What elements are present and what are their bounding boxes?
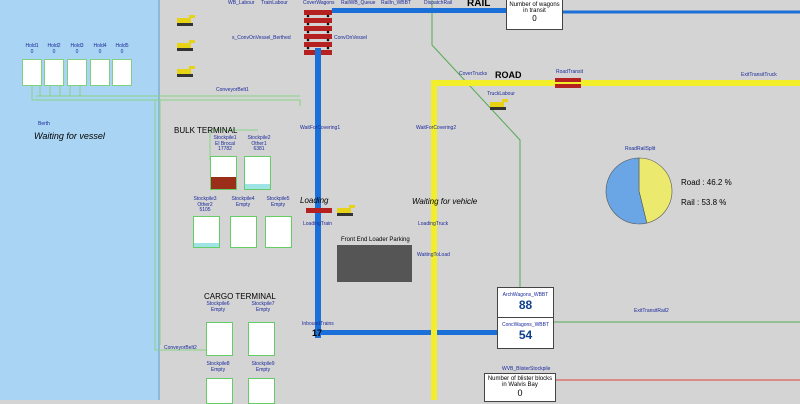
loading-train-icon [306,208,332,213]
stockpile-5[interactable] [265,216,292,248]
berth-status: Waiting for vessel [34,131,105,141]
bulk-terminal-title: BULK TERMINAL [174,126,238,135]
rail-track-top [332,8,507,13]
loading-truck-label: LoadingTruck [418,221,449,227]
road-transit-label: RoadTransit [556,69,584,75]
crane-icon [177,66,195,77]
arch-wagons-value: 88 [518,298,533,312]
wagons-in-transit-box: Number of wagons in transit 0 [506,0,563,30]
conveyor-belt-2-label: ConveyorBelt2 [164,345,197,351]
hold-2[interactable] [44,59,64,86]
berth-label: Berth [38,121,50,127]
rail-track-bottom [318,330,500,335]
pie-slice-road [638,157,673,224]
hold-3[interactable] [67,59,87,86]
rail-label: RAIL [467,0,491,9]
hold-4[interactable] [90,59,110,86]
road-split-text: Road : 46.2 % [681,178,732,187]
wagons-in-transit-value: 0 [532,14,537,23]
road-track-horizontal [432,80,800,86]
crane-icon [177,15,195,26]
exit-transit-truck-label: ExitTransitTruck [741,72,777,78]
stockpile-3-fill [194,243,219,247]
arch-wagons-label: ArchWagons_WBBT [502,292,549,298]
cover-wagons-label: CoverWagons [303,0,335,6]
conveyor-belt-1-label: ConveyorBelt1 [216,87,249,93]
cargo-terminal-title: CARGO TERMINAL [204,292,276,301]
waiting-vehicle-status: Waiting for vehicle [412,197,478,206]
blister-blocks-title: Number of blister blocks in Walvis Bay [487,376,553,388]
stockpile-1[interactable] [210,156,237,190]
road-label: ROAD [495,70,522,80]
conc-wagons-value: 54 [518,328,533,342]
rail-track-vertical [315,48,321,338]
rail-split-text: Rail : 53.8 % [681,198,727,207]
truck-icon [555,78,581,88]
stockpile-8[interactable] [206,378,233,404]
rail-wb-queue-label: RailWB_Queue [341,0,376,6]
fel-parking-label: Front End Loader Parking [341,237,410,243]
conv-on-vessel-label: ConvOnVessel [334,35,368,41]
dispatch-rail-label: DispatchRail [424,0,453,6]
loading-status: Loading [300,196,329,205]
waiting-to-load-label: WaitingToLoad [417,252,450,258]
wait-covering-1-label: WaitForCovering1 [300,125,341,131]
blister-blocks-value: 0 [517,388,523,398]
conv-vessel-berthed-label: s_ConvOnVessel_Berthed [232,35,291,41]
wagons-in-transit-title: Number of wagons in transit [509,2,560,14]
train-labour-label: TrainLabour [261,0,288,6]
hold-1[interactable] [22,59,42,86]
wait-covering-2-label: WaitForCovering2 [416,125,457,131]
inbound-trains-value: 17 [312,328,323,338]
blister-blocks-box: Number of blister blocks in Walvis Bay 0 [484,373,556,402]
crane-icon [177,40,195,51]
rail-wbbt-label: RailIn_WBBT [381,0,412,6]
crane-icon [490,99,508,110]
stockpile-4[interactable] [230,216,257,248]
road-track-vertical [431,80,437,400]
road-rail-split-title: RoadRailSplit [625,146,656,152]
stockpile-6[interactable] [206,322,233,356]
pie-slice-rail [605,157,648,225]
stockpile-9[interactable] [248,378,275,404]
quay-edge [158,0,160,400]
arch-wagons-box: ArchWagons_WBBT 88 [497,287,554,319]
road-rail-pie [605,157,673,225]
cover-trucks-label: CoverTrucks [459,71,488,77]
exit-transit-rail-label: ExitTransitRail2 [634,308,669,314]
fel-parking-area[interactable] [337,245,412,282]
truck-labour-label: TruckLabour [487,91,515,97]
conc-wagons-label: ConcWagons_WBBT [501,322,550,328]
blister-stockpile-label: WVB_BlisterStockpile [502,366,551,372]
crane-icon [337,205,355,216]
wb-labour-label: WB_Labour [228,0,255,6]
conc-wagons-box: ConcWagons_WBBT 54 [497,317,554,349]
inbound-trains-label: InboundTrains [302,321,334,327]
stockpile-2[interactable] [244,156,271,190]
stockpile-1-fill [211,177,236,189]
hold-5[interactable] [112,59,132,86]
stockpile-3[interactable] [193,216,220,248]
stockpile-7[interactable] [248,322,275,356]
loading-train-label: LoadingTrain [303,221,333,227]
stockpile-2-fill [245,184,270,189]
